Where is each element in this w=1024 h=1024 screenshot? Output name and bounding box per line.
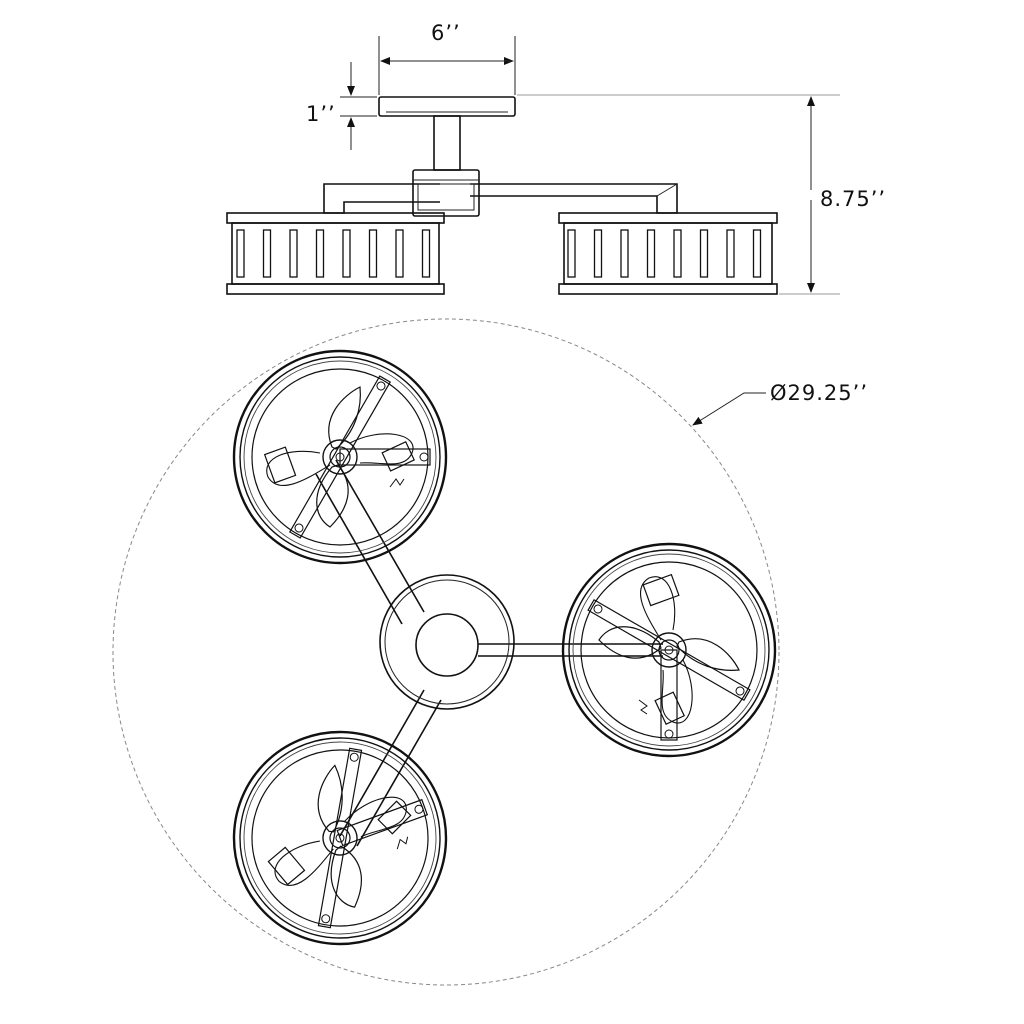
shade-slot [395, 229, 404, 278]
shade-slot [699, 229, 709, 278]
shade-slot [315, 229, 325, 278]
plan-view [112, 318, 780, 986]
shade-slot [752, 229, 762, 278]
shade-slot [620, 229, 629, 278]
dimension-lines [340, 36, 840, 426]
shade-slot [567, 229, 576, 278]
shade-slot [262, 229, 272, 278]
shade-slot [646, 229, 656, 278]
shade-right [561, 542, 777, 758]
canopy-width-label: 6’’ [431, 21, 461, 45]
overall-diameter-label: Ø29.25’’ [770, 381, 868, 405]
shade-bottom-left [232, 730, 448, 946]
shade-slot [421, 229, 431, 278]
shade-slot [289, 229, 298, 278]
shade-slot [342, 229, 351, 278]
shade-slot [726, 229, 735, 278]
shade-slot [236, 229, 245, 278]
canopy-thickness-label: 1’’ [306, 102, 336, 126]
shade-slot [368, 229, 378, 278]
shade-slot [593, 229, 603, 278]
shade-top-left [232, 349, 448, 565]
shade-slot [673, 229, 682, 278]
overall-height-label: 8.75’’ [820, 187, 887, 211]
side-elevation [226, 96, 778, 295]
